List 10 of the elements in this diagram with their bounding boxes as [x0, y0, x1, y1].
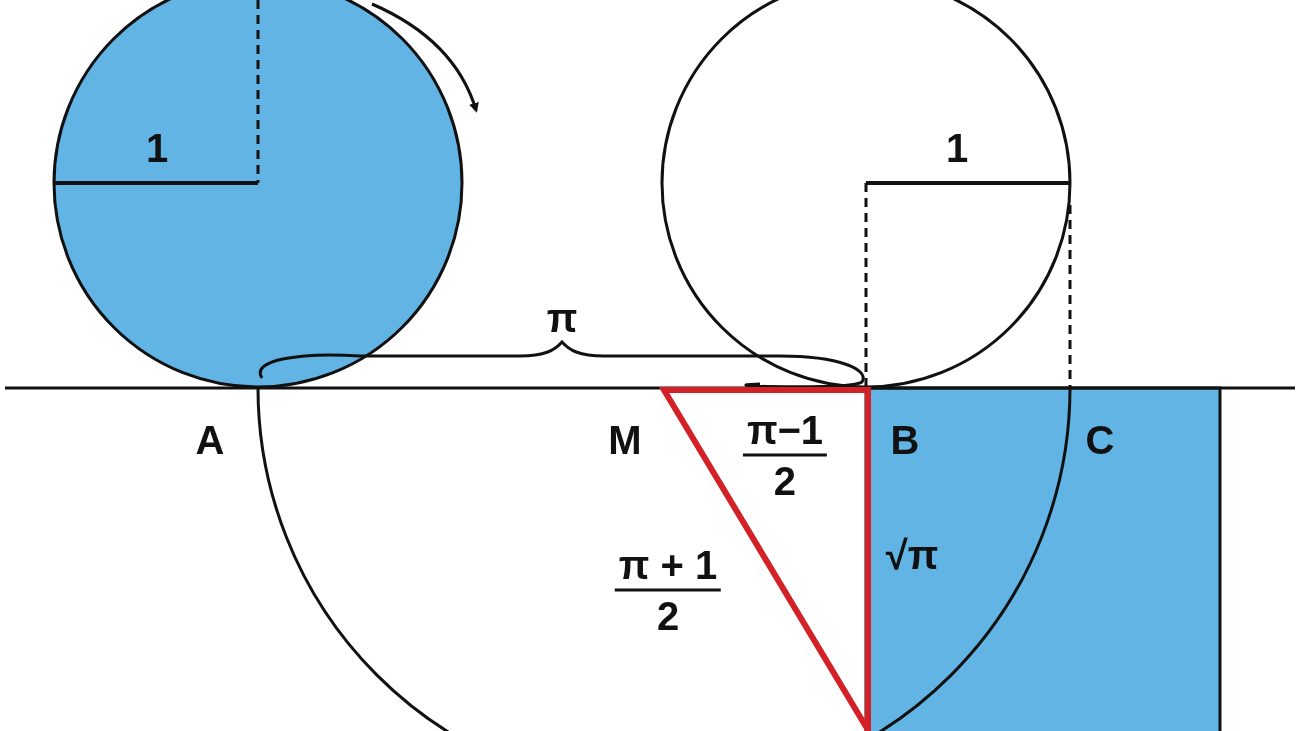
point-label: C	[1085, 420, 1115, 460]
dimension-label: √π	[885, 535, 939, 575]
point-label: B	[890, 420, 920, 460]
dimension-label: 1	[945, 128, 969, 168]
fraction-label: π−1 2	[742, 409, 828, 501]
point-label: A	[195, 420, 225, 460]
dimension-label: 1	[145, 128, 169, 168]
point-label: M	[608, 420, 642, 460]
dimension-label: π	[546, 298, 578, 338]
fraction-label: π + 1 2	[614, 544, 722, 636]
